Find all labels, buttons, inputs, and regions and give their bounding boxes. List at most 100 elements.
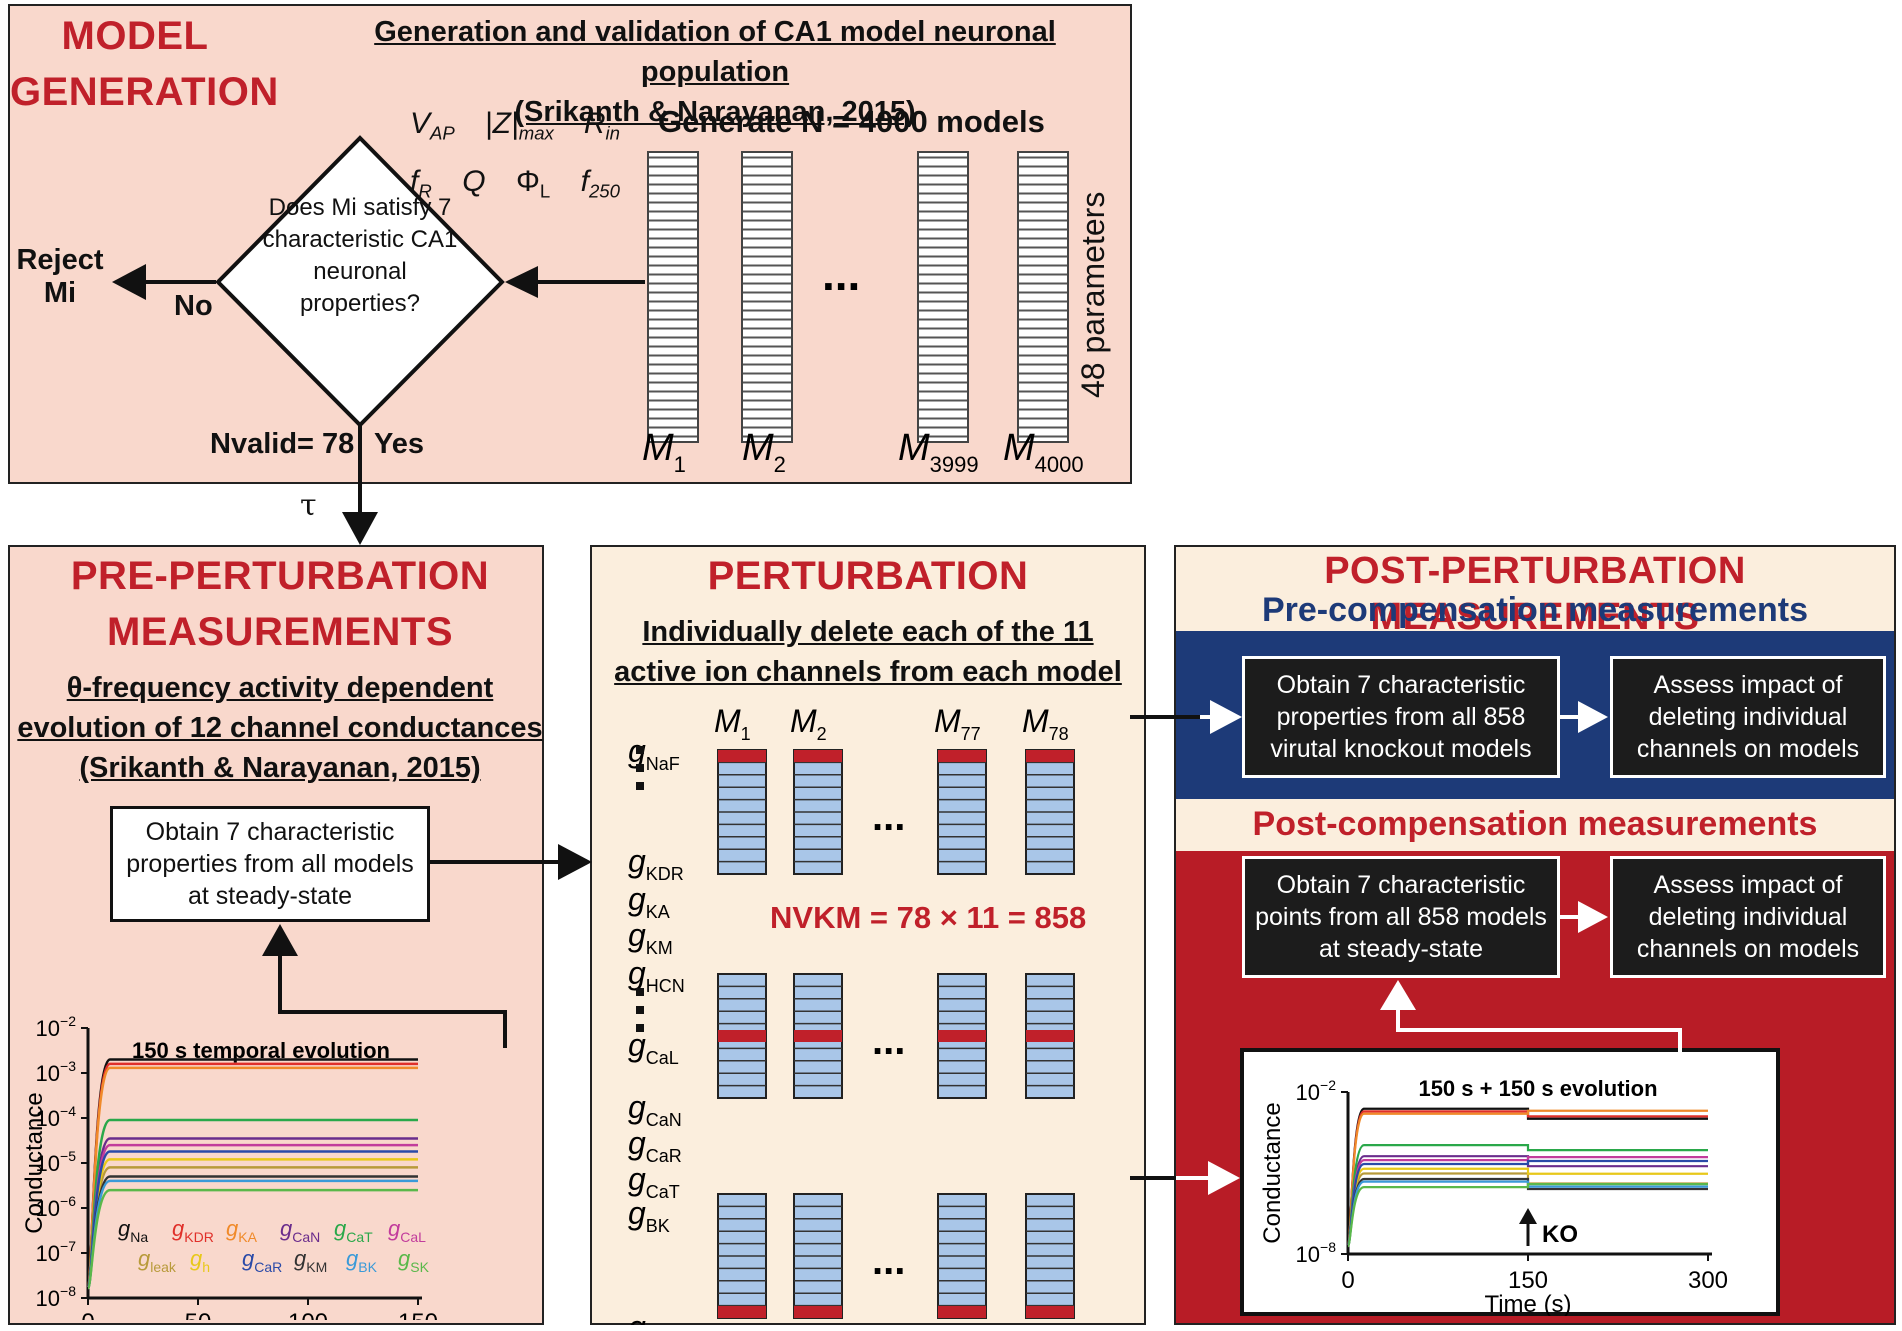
prop-rin: Rin xyxy=(583,107,620,144)
decision-text: Does Mi satisfy 7 characteristic CA1 neu… xyxy=(262,194,458,317)
chart1-x-tick-label: 100 xyxy=(288,1309,328,1320)
pert-channel-label: gCaR xyxy=(628,1125,682,1166)
chart1-legend-item: gCaL xyxy=(388,1216,426,1245)
perturbation-title: PERTURBATION xyxy=(707,554,1029,598)
chart1-legend-item: gCaR xyxy=(242,1246,282,1275)
model-column-3999 xyxy=(917,151,969,443)
pert-channel-label: gKDR xyxy=(628,843,684,884)
pert-channel-label: gCaT xyxy=(628,1161,680,1202)
chart1-y-label: Conductance xyxy=(21,1092,48,1233)
pre-comp-box-assess: Assess impact of deleting individual cha… xyxy=(1610,656,1886,778)
chart1-y-tick-label: 10−6 xyxy=(36,1193,77,1221)
knockout-marker xyxy=(718,1306,766,1318)
nvkm-label: NVKM = 78 × 11 = 858 xyxy=(770,900,1087,935)
pert-channel-label: gSK xyxy=(628,1309,670,1325)
model-column-2 xyxy=(741,151,793,443)
prop-fr: fR xyxy=(410,164,432,202)
tau-label: τ xyxy=(300,488,317,523)
arrow-reject xyxy=(112,264,146,300)
prop-vap: VAP xyxy=(410,107,455,144)
model-label-4000: M4000 xyxy=(1003,427,1084,477)
prop-zmax: |Z|max xyxy=(484,107,554,144)
chart1-y-tick-label: 10−4 xyxy=(36,1103,77,1131)
knockout-marker xyxy=(1026,1030,1074,1042)
chart1-x-tick-label: 0 xyxy=(81,1309,94,1320)
no-label: No xyxy=(174,290,213,322)
chart1-legend-item: gleak xyxy=(138,1246,177,1275)
nvalid-label: Nvalid= 78 xyxy=(210,428,355,460)
chart1-series-gSK xyxy=(86,1188,418,1290)
pert-model-label: M77 xyxy=(934,703,981,744)
prop-f250: f250 xyxy=(580,164,620,202)
chart2-series-gSK xyxy=(1346,1183,1708,1248)
pre-perturbation-chart: 10−210−310−410−510−610−710−8050100150Tim… xyxy=(21,1013,438,1320)
post-comp-title: Post-compensation measurements xyxy=(1252,805,1818,843)
chart2-y-label: Conductance xyxy=(1259,1102,1286,1243)
model-ellipsis: ... xyxy=(822,248,860,300)
chart1-y-tick-label: 10−5 xyxy=(36,1148,77,1176)
pert-channel-label: gBK xyxy=(628,1195,670,1236)
chart1-legend-item: gKA xyxy=(226,1216,258,1245)
prop-q: Q xyxy=(462,164,486,198)
chart1-y-tick-label: 10−2 xyxy=(36,1013,77,1041)
knockout-marker xyxy=(938,1306,986,1318)
post-comp-box-measure: Obtain 7 characteristic points from all … xyxy=(1242,856,1560,978)
knockout-marker xyxy=(1026,750,1074,762)
perturbation-diagram: M1M2M77M78.........gNaFgKDRgKAgKMgHCNgCa… xyxy=(628,703,1075,1325)
pert-model-label: M1 xyxy=(714,703,751,744)
chart1-legend-item: gCaT xyxy=(334,1216,373,1245)
pert-vertical-dot xyxy=(636,988,644,996)
chart2-x-tick-label: 300 xyxy=(1688,1267,1728,1294)
pre-steady-state-box: Obtain 7 characteristic properties from … xyxy=(110,806,430,922)
prop-phil: ΦL xyxy=(515,164,551,202)
knockout-marker xyxy=(938,1030,986,1042)
pre-comp-title: Pre-compensation measurements xyxy=(1261,591,1809,629)
pert-channel-label: gNaF xyxy=(628,733,680,774)
knockout-marker xyxy=(794,750,842,762)
pert-channel-label: gCaN xyxy=(628,1089,682,1130)
pre-perturbation-subtitle: θ-frequency activity dependent evolution… xyxy=(17,672,543,784)
model-generation-diagram: ... M1 M2 M3999 M4000 xyxy=(112,135,1084,545)
chart1-legend-item: gh xyxy=(190,1246,210,1275)
arrow-to-decision xyxy=(505,266,538,298)
chart1-legend-item: gKDR xyxy=(172,1216,214,1245)
generate-label: Generate N = 4000 models xyxy=(658,104,1045,139)
ko-arrow xyxy=(1519,1208,1537,1224)
model-column-1 xyxy=(647,151,699,443)
pert-channel-label: gCaL xyxy=(628,1027,679,1068)
chart1-legend-item: gSK xyxy=(398,1246,430,1275)
pert-vertical-dot xyxy=(636,782,644,790)
chart1-legend-item: gCaN xyxy=(280,1216,320,1245)
pert-model-label: M2 xyxy=(790,703,827,744)
chart2-x-tick-label: 0 xyxy=(1341,1267,1354,1294)
knockout-marker xyxy=(718,1030,766,1042)
chart1-x-tick-label: 50 xyxy=(185,1309,212,1320)
knockout-marker xyxy=(938,750,986,762)
chart2-x-tick-label: 150 xyxy=(1508,1267,1548,1294)
post-comp-title-band xyxy=(1176,799,1894,851)
pert-ellipsis: ... xyxy=(872,1019,905,1063)
pert-vertical-dot xyxy=(636,1024,644,1032)
chart2-x-label: Time (s) xyxy=(1484,1291,1571,1316)
pert-channel-label: gKA xyxy=(628,881,670,922)
arrow-yes xyxy=(342,512,378,545)
knockout-marker xyxy=(794,1030,842,1042)
pre-perturbation-title: PRE-PERTURBATION MEASUREMENTS xyxy=(70,554,490,654)
pert-vertical-dot xyxy=(636,764,644,772)
post-title-band xyxy=(1176,547,1894,631)
pert-model-label: M78 xyxy=(1022,703,1069,744)
chart1-legend-item: gBK xyxy=(346,1246,378,1275)
ko-label: KO xyxy=(1542,1221,1578,1248)
knockout-marker xyxy=(718,750,766,762)
post-comp-box-assess: Assess impact of deleting individual cha… xyxy=(1610,856,1886,978)
arrow-to-perturbation xyxy=(558,844,592,880)
model-column-4000 xyxy=(1017,151,1069,443)
knockout-marker xyxy=(1026,1306,1074,1318)
yes-label: Yes xyxy=(374,428,424,460)
chart1-legend-item: gKM xyxy=(294,1246,327,1275)
pert-vertical-dot xyxy=(636,1006,644,1014)
chart1-legend-item: gNa xyxy=(118,1216,148,1245)
property-labels: VAP |Z|max Rin fR Q ΦL f250 xyxy=(410,100,620,215)
